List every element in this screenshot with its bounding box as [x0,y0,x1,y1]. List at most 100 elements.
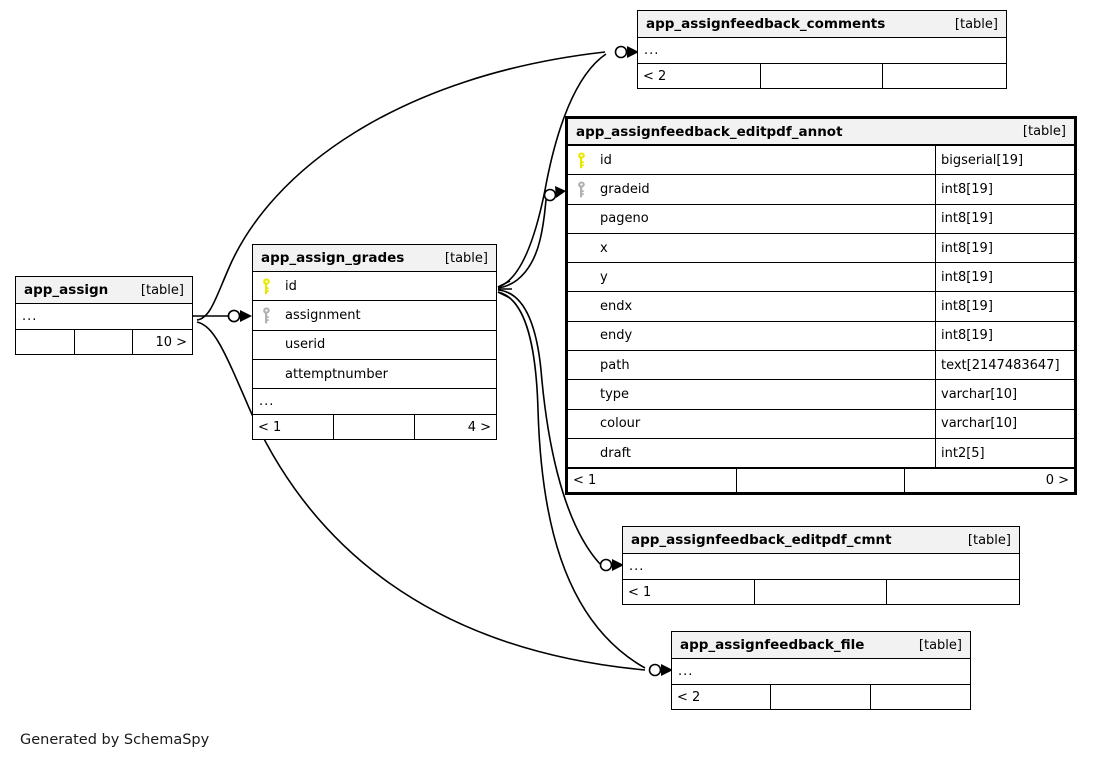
more-columns-ellipsis: ... [253,389,496,416]
footer-incoming-count: < 1 [623,580,755,604]
table-footer: < 2 [638,64,1006,88]
more-columns-ellipsis: ... [672,659,970,685]
column-row[interactable]: draft int2[5] [568,438,1074,469]
column-row[interactable]: colour varchar[10] [568,409,1074,439]
column-name: attemptnumber [285,366,388,382]
column-row[interactable]: x int8[19] [568,233,1074,264]
column-row[interactable]: y int8[19] [568,263,1074,293]
more-columns-ellipsis: ... [16,304,192,330]
no-key-spacer [568,439,594,467]
column-row[interactable]: id bigserial[19] [568,146,1074,176]
table-app-assignfeedback-comments[interactable]: app_assignfeedback_comments [table] ... … [637,10,1007,89]
column-row[interactable]: attemptnumber [253,360,496,390]
column-type: int8[19] [935,263,1074,292]
footer-outgoing-count [887,580,1019,604]
footer-outgoing-count: 10 > [155,334,188,350]
column-row[interactable]: userid [253,331,496,360]
footer-incoming-count: < 1 [568,469,737,493]
no-key-spacer [568,322,594,350]
column-list: id assignment userid attemptnumber [253,272,496,390]
table-kind-label: [table] [140,282,184,298]
column-type: varchar[10] [935,409,1074,438]
footer-middle [334,415,415,440]
column-type: int8[19] [935,204,1074,233]
table-footer: < 1 [623,580,1019,604]
column-name: x [600,240,608,256]
column-name: pageno [600,211,649,227]
column-name: path [600,357,630,373]
table-header: app_assign_grades [table] [253,245,496,272]
column-row[interactable]: gradeid int8[19] [568,175,1074,205]
column-row[interactable]: endx int8[19] [568,292,1074,322]
table-app-assign[interactable]: app_assign [table] ... 10 > [15,276,193,355]
no-key-spacer [568,351,594,379]
column-type: text[2147483647] [935,351,1074,380]
table-title: app_assignfeedback_file [680,637,865,653]
column-type: int8[19] [935,321,1074,351]
column-row[interactable]: path text[2147483647] [568,351,1074,381]
no-key-spacer [568,292,594,320]
column-name: assignment [285,307,361,323]
table-kind-label: [table] [444,250,488,266]
footer-middle [737,469,906,493]
column-type: int8[19] [935,175,1074,204]
column-name: draft [600,445,632,461]
column-name: endx [600,299,633,315]
endpoint-file [648,663,673,677]
column-row[interactable]: endy int8[19] [568,321,1074,352]
column-row[interactable]: type varchar[10] [568,380,1074,410]
table-app-assignfeedback-editpdf-cmnt[interactable]: app_assignfeedback_editpdf_cmnt [table] … [622,526,1020,605]
column-type: varchar[10] [935,380,1074,409]
table-header: app_assignfeedback_comments [table] [638,11,1006,38]
footer-outgoing-count [871,685,970,709]
foreign-key-icon [568,175,594,203]
footer-outgoing-count: 0 > [1045,473,1070,489]
endpoint-grades-assignment [227,309,241,323]
table-kind-label: [table] [954,16,998,32]
no-key-spacer [253,360,279,388]
footer-middle [75,330,134,354]
footer-middle [761,64,884,88]
footer-middle [755,580,887,604]
table-footer: 10 > [16,330,192,354]
column-name: userid [285,337,326,353]
table-kind-label: [table] [1022,124,1066,139]
column-type: bigserial[19] [935,146,1074,175]
no-key-spacer [568,410,594,438]
more-columns-ellipsis: ... [638,38,1006,64]
table-app-assignfeedback-file[interactable]: app_assignfeedback_file [table] ... < 2 [671,631,971,710]
generator-credit: Generated by SchemaSpy [20,732,210,748]
no-key-spacer [568,380,594,408]
column-row[interactable]: assignment [253,301,496,331]
footer-incoming-count: < 2 [672,685,772,709]
table-footer: < 1 4 > [253,415,496,440]
column-name: endy [600,328,633,344]
no-key-spacer [568,205,594,233]
table-title: app_assignfeedback_comments [646,16,886,32]
footer-middle [771,685,871,709]
endpoint-comments [614,45,639,59]
foreign-key-icon [253,301,279,329]
column-row[interactable]: id [253,272,496,302]
column-name: type [600,387,630,403]
footer-outgoing-count: 4 > [467,419,491,435]
column-name: id [600,152,612,168]
column-name: colour [600,416,641,432]
column-name: id [285,278,297,294]
table-kind-label: [table] [918,637,962,653]
footer-incoming-count: < 2 [638,64,761,88]
column-row[interactable]: pageno int8[19] [568,204,1074,234]
table-app-assign-grades[interactable]: app_assign_grades [table] id [252,244,497,441]
column-type: int8[19] [935,233,1074,263]
table-kind-label: [table] [967,532,1011,548]
table-app-assignfeedback-editpdf-annot[interactable]: app_assignfeedback_editpdf_annot [table]… [565,116,1077,496]
table-footer: < 1 0 > [568,468,1074,493]
table-header: app_assignfeedback_editpdf_cmnt [table] [623,527,1019,554]
table-footer: < 2 [672,685,970,709]
table-header: app_assignfeedback_editpdf_annot [table] [568,119,1074,146]
footer-incoming-count [16,330,75,354]
edge-grades-to-annot [497,194,548,289]
table-title: app_assignfeedback_editpdf_cmnt [631,532,892,548]
table-title: app_assign_grades [261,250,405,266]
endpoint-grades-id-fan [497,280,512,299]
